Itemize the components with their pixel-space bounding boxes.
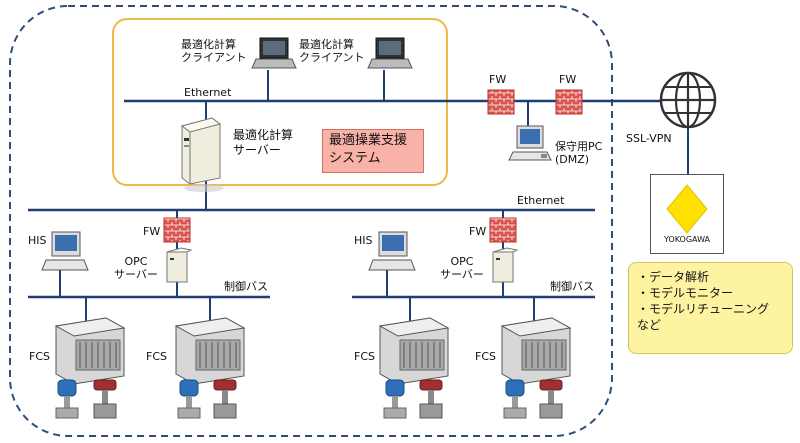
ssl-vpn-label: SSL-VPN — [626, 132, 672, 145]
firewall-icon — [163, 217, 191, 243]
desktop-pc-icon — [508, 125, 552, 161]
fcs-rack-icon — [500, 317, 572, 385]
fcs-rack-icon — [174, 317, 246, 385]
ethernet-mid-label: Ethernet — [517, 194, 565, 207]
field-instrument-icon — [55, 379, 79, 419]
yokogawa-label: YOKOGAWA — [663, 235, 711, 244]
maintenance-pc-label: 保守用PC(DMZ) — [555, 140, 603, 166]
his-label: HIS — [28, 234, 47, 247]
client2-label: 最適化計算クライアント — [299, 38, 365, 64]
firewall-icon — [555, 89, 583, 115]
laptop-icon — [367, 37, 413, 69]
field-instrument-icon — [383, 379, 407, 419]
services-note: ・データ解析 ・モデルモニター ・モデルリチューニング など — [628, 262, 793, 354]
desktop-pc-icon — [368, 231, 416, 271]
client1-label: 最適化計算クライアント — [181, 38, 247, 64]
field-instrument-icon — [419, 379, 443, 419]
yokogawa-logo: YOKOGAWA — [650, 174, 724, 254]
field-instrument-icon — [177, 379, 201, 419]
opc-server-icon — [166, 247, 193, 283]
service-item: ・データ解析 — [637, 270, 710, 284]
fcs-label: FCS — [475, 350, 496, 363]
opc-server-icon — [492, 247, 519, 283]
field-instrument-icon — [503, 379, 527, 419]
service-item: ・モデルリチューニング — [637, 302, 770, 316]
fw-label: FW — [143, 225, 161, 238]
server-icon — [180, 117, 224, 192]
laptop-icon — [251, 37, 297, 69]
control-bus-label: 制御バス — [224, 280, 268, 293]
desktop-pc-icon — [41, 231, 89, 271]
globe-icon — [659, 71, 717, 129]
field-instrument-icon — [213, 379, 237, 419]
fcs-label: FCS — [146, 350, 167, 363]
server-label: 最適化計算サーバー — [233, 128, 294, 157]
system-box: 最適操業支援システム — [322, 129, 424, 173]
his-label: HIS — [354, 234, 373, 247]
service-item: ・モデルモニター — [637, 286, 734, 300]
fw-label: FW — [489, 73, 507, 86]
fw-label: FW — [559, 73, 577, 86]
fcs-label: FCS — [354, 350, 375, 363]
fcs-label: FCS — [29, 350, 50, 363]
firewall-icon — [487, 89, 515, 115]
ethernet-top-label: Ethernet — [184, 86, 232, 99]
field-instrument-icon — [539, 379, 563, 419]
plant-boundary — [9, 5, 613, 437]
fcs-rack-icon — [378, 317, 450, 385]
fcs-rack-icon — [54, 317, 126, 385]
service-item: など — [637, 318, 662, 332]
field-instrument-icon — [93, 379, 117, 419]
control-bus-label: 制御バス — [550, 280, 594, 293]
fw-label: FW — [469, 225, 487, 238]
firewall-icon — [489, 217, 517, 243]
